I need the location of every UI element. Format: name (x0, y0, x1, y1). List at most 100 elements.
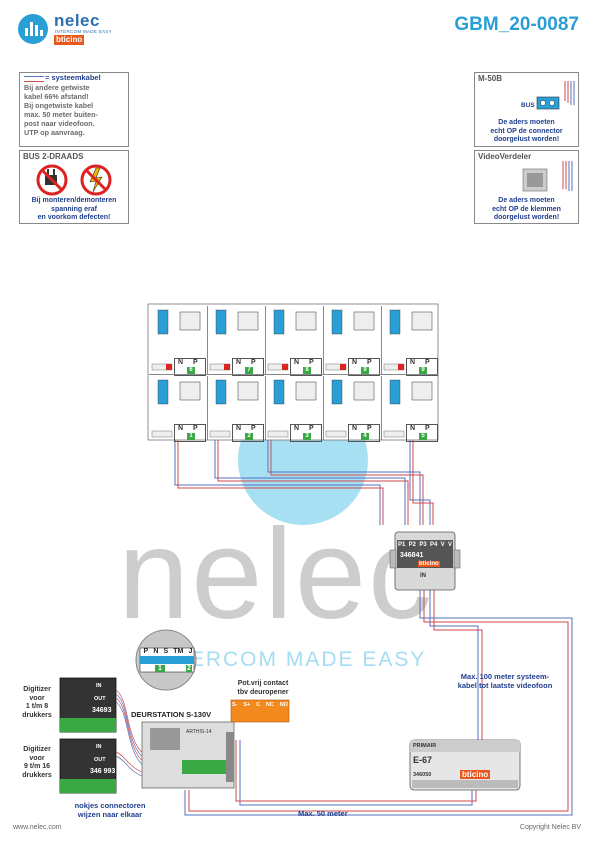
m50b-connector-diagram (536, 81, 575, 110)
np-panel: N P 5 (406, 424, 438, 442)
connector-label: P (143, 648, 149, 655)
psu-model: E-67 (413, 755, 433, 765)
bus-warning-text: Bij monteren/demonteren spanning eraf en… (20, 197, 128, 223)
psu-primary: PRIMAIR (413, 743, 437, 749)
p-label: P (251, 359, 256, 366)
p-label: P (425, 425, 430, 432)
relay-terminal: S- (232, 702, 238, 708)
no-plug-icon (36, 164, 68, 196)
np-panel: N P 1 (174, 424, 206, 442)
digitizer-2-in: IN (96, 744, 102, 750)
psu-part: 346050 (413, 772, 432, 778)
monitor-icon (267, 379, 317, 438)
legend-note-line: UTP op aanvraag. (24, 128, 85, 137)
digitizer-label-line: drukkers (22, 711, 52, 719)
m50b-note: De aders moeten echt OP de connector doo… (475, 119, 578, 145)
port-label: P3 (419, 542, 427, 548)
system-cable-loop (184, 590, 573, 816)
note-line: De aders moeten (498, 119, 555, 126)
videoverdeler-title: VideoVerdeler (478, 152, 532, 161)
note-line: echt OP de klemmen (492, 205, 561, 213)
monitor-unit: N P 6 (150, 306, 208, 376)
np-panel: N P 9 (406, 358, 438, 376)
legend-note-line: kabel 66% afstand! (24, 92, 89, 101)
monitor-number: 2 (245, 433, 253, 440)
n-label: N (236, 359, 242, 366)
n-label: N (294, 425, 300, 432)
digitizer-2-model: 346 993 (90, 768, 116, 775)
monitor-icon (151, 309, 201, 371)
monitor-number: 9 (419, 367, 427, 374)
monitor-number: 6 (187, 367, 195, 374)
relay-title: Pot.vrij contact tbv deuropener (228, 680, 298, 697)
connector-side-value: 2 (186, 665, 192, 672)
np-panel: N P 3 (290, 424, 322, 442)
power-supply (409, 739, 521, 791)
warning-line: Bij monteren/demonteren (31, 197, 117, 204)
n-label: N (410, 425, 416, 432)
monitor-bus-cables (174, 440, 434, 525)
np-panel: N P 2 (232, 424, 264, 442)
relay-terminal: NC (265, 702, 274, 708)
relay-terminal: NO (279, 702, 288, 708)
nokjes-note: nokjes connectoren wijzen naar elkaar (62, 801, 158, 819)
document-code: GBM_20-0087 (454, 14, 579, 35)
n-label: N (178, 425, 184, 432)
digitizer-label-line: 1 t/m 8 (25, 703, 49, 710)
monitor-unit: N P 8 (266, 306, 324, 376)
port-label: P2 (408, 542, 416, 548)
connector-zoom (135, 629, 197, 691)
monitor-unit: N P 2 (208, 376, 266, 442)
deurstation-model: ARTHIS-14 (186, 729, 212, 735)
ribbon-cables (115, 689, 149, 779)
connector-label: J (188, 648, 193, 655)
relay-title-line: Pot.vrij contact (237, 680, 289, 687)
max100-line: kabel tot laatste videofoon (457, 681, 553, 690)
legend-notes: Bij andere getwiste kabel 66% afstand! B… (24, 83, 98, 137)
monitor-icon (209, 309, 259, 371)
note-line: De aders moeten (498, 197, 555, 204)
monitor-unit: N P 9 (382, 306, 438, 376)
connector-label: N (153, 648, 159, 655)
p-label: P (309, 359, 314, 366)
n-label: N (236, 425, 242, 432)
n-label: N (178, 359, 184, 366)
monitor-row-bottom: N P 1 N P 2 N P 3 N P 4 N P 5 (150, 376, 438, 442)
digitizer-1-model: 34693 (92, 707, 112, 714)
n-label: N (294, 359, 300, 366)
legend-note-line: Bij andere getwiste (24, 83, 90, 92)
distributor-ports: P1 P2 P3 P4 V V (398, 542, 452, 548)
digitizer-1-label: Digitizer voor 1 t/m 8 drukkers (16, 686, 58, 720)
np-panel: N P 9 (348, 358, 380, 376)
monitor-unit: N P 3 (266, 376, 324, 442)
monitor-number: 5 (419, 433, 427, 440)
bus-box-title: BUS 2-DRAADS (23, 152, 84, 161)
door-station (141, 721, 235, 789)
legend-note-line: Bij ongetwiste kabel (24, 101, 94, 110)
monitor-number: 9 (361, 367, 369, 374)
port-label: V (447, 542, 452, 548)
relay-terminal: S+ (243, 702, 251, 708)
grid-divider (149, 374, 438, 375)
note-line: doorgelust worden! (493, 214, 560, 221)
monitor-icon (209, 379, 259, 438)
digitizer-label-line: voor (29, 694, 45, 702)
distributor-in: IN (420, 573, 426, 579)
no-power-icons (36, 164, 112, 196)
warning-line: en voorkom defecten! (37, 214, 111, 221)
brand-tagline: INTERCOM MADE EASY (55, 29, 112, 34)
monitor-icon (325, 309, 375, 371)
m50b-box: M-50B BUS De aders moeten echt OP de con… (474, 72, 579, 147)
digitizer-2-out: OUT (94, 757, 106, 763)
digitizer-label-line: Digitizer (23, 746, 51, 753)
monitor-icon (383, 309, 433, 371)
p-label: P (251, 425, 256, 432)
watermark-word: nelec (118, 503, 434, 646)
legend-note-line: max. 50 meter buiten- (24, 110, 98, 119)
digitizer-1-out: OUT (94, 696, 106, 702)
monitor-number: 7 (245, 367, 253, 374)
monitor-icon (383, 379, 433, 438)
monitor-number: 4 (361, 433, 369, 440)
monitor-unit: N P 9 (324, 306, 382, 376)
